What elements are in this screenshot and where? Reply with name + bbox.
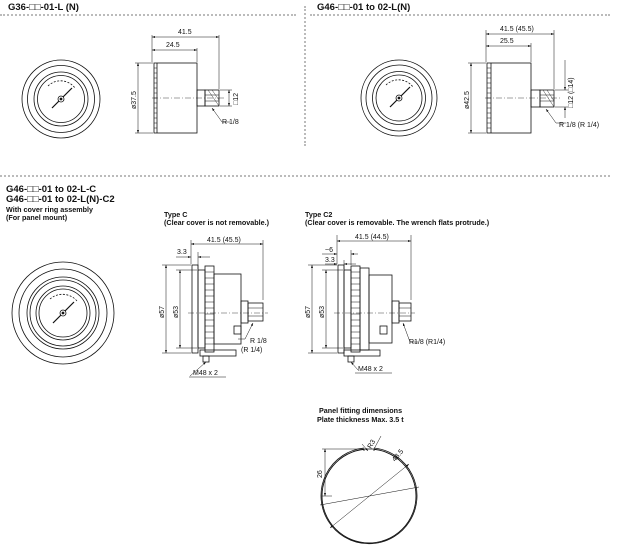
g36-dim-length: 41.5 (178, 29, 192, 36)
g46c-note-2: (For panel mount) (6, 213, 68, 222)
separator-vertical (304, 6, 306, 146)
g46c-title-2: G46-□□-01 to 02-L(N)-C2 (6, 194, 115, 205)
typec-note: (Clear cover is not removable.) (164, 218, 270, 227)
panel-dim-height: 26 (317, 470, 324, 478)
g36-dim-thread: R 1/8 (222, 119, 239, 126)
g36-dim-hex: □12 (233, 93, 240, 105)
g46-side-view (468, 30, 568, 134)
typec2-dim-length: 41.5 (44.5) (355, 234, 389, 241)
typec2-note: (Clear cover is removable. The wrench fl… (305, 218, 490, 227)
typec2-dim-offset-1: ~6 (325, 247, 333, 254)
g36-dim-diameter: ø37.5 (131, 91, 138, 109)
typec-dim-thread-2: (R 1/4) (241, 347, 262, 354)
typec-dim-offset: 3.3 (177, 249, 187, 256)
g46-dim-body: 25.5 (500, 38, 514, 45)
g46-dim-length: 41.5 (45.5) (500, 26, 534, 33)
g46c-title-1: G46-□□-01 to 02-L-C (6, 184, 97, 195)
typec-side-view (162, 240, 268, 377)
g46c-front-view (11, 261, 115, 365)
typec-title: Type C (164, 210, 188, 219)
g46c-note-1: With cover ring assembly (6, 205, 94, 214)
separator-top-right (310, 14, 610, 16)
typec2-dim-thread: R1/8 (R1/4) (409, 339, 445, 346)
typec2-dim-offset-2: 3.3 (325, 257, 335, 264)
typec2-dim-d53: ø53 (319, 306, 326, 318)
g46-dim-diameter: ø42.5 (464, 91, 471, 109)
typec-dim-d57: ø57 (159, 306, 166, 318)
typec2-side-view (308, 235, 418, 371)
g36-side-view (135, 35, 232, 134)
typec-dim-thread-1: R 1/8 (250, 338, 267, 345)
g46-front-view (360, 59, 438, 137)
typec2-title: Type C2 (305, 210, 333, 219)
g36-dim-body: 24.5 (166, 42, 180, 49)
typec-dim-d53: ø53 (173, 306, 180, 318)
g46-title: G46-□□-01 to 02-L(N) (317, 2, 411, 13)
panel-title-2: Plate thickness Max. 3.5 t (317, 415, 404, 424)
panel-dim-radius: R3 (367, 439, 378, 450)
typec2-dim-d57: ø57 (305, 306, 312, 318)
separator-top-left (0, 14, 296, 16)
panel-cutout-view (319, 435, 420, 545)
typec-dim-screw: M48 x 2 (193, 370, 218, 377)
panel-title-1: Panel fitting dimensions (319, 406, 403, 415)
panel-dim-diameter: 48.5 (391, 448, 405, 463)
separator-middle (0, 175, 610, 177)
typec-dim-length: 41.5 (45.5) (207, 237, 241, 244)
g46-dim-hex-a: □12 (□14) (568, 77, 575, 108)
typec2-dim-screw: M48 x 2 (358, 366, 383, 373)
g36-front-view (21, 59, 101, 139)
g46-dim-thread: R 1/8 (R 1/4) (559, 122, 599, 129)
g36-title: G36-□□-01-L (N) (8, 2, 79, 13)
